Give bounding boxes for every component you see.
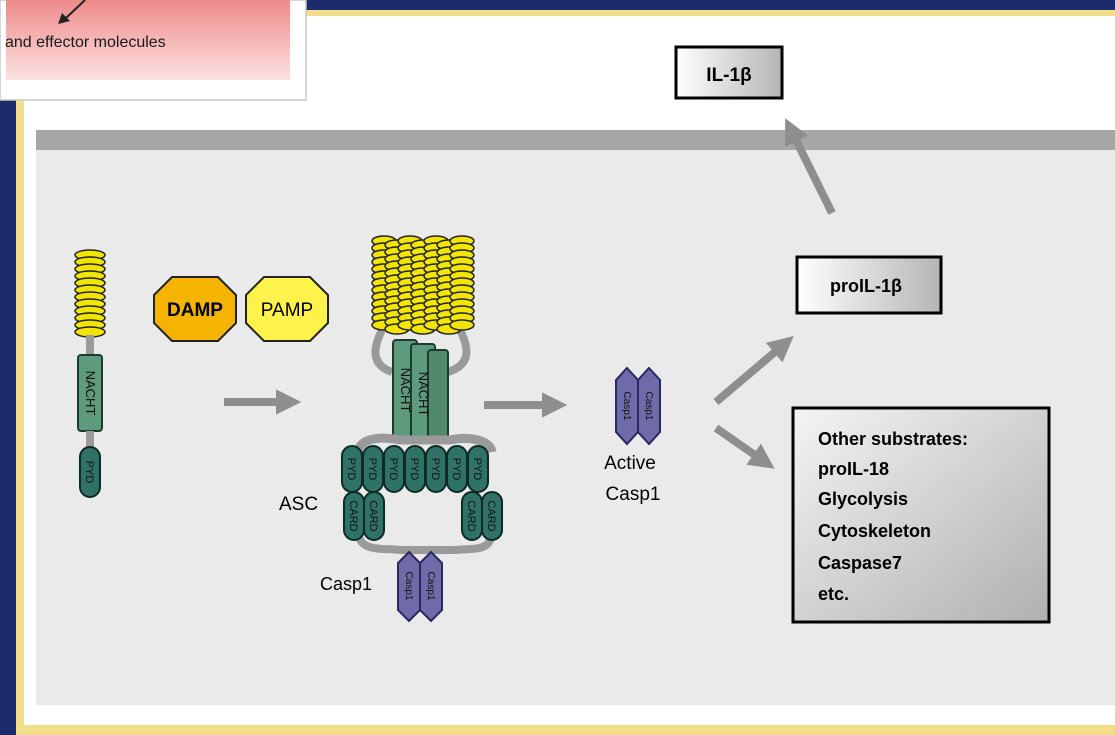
card-label: CARD — [485, 500, 497, 531]
pyd-label: PYD — [450, 458, 462, 481]
casp1-subunit-label: Casp1 — [621, 392, 632, 421]
callout-text: and effector molecules — [5, 34, 166, 51]
il1b-box: IL-1β — [674, 45, 784, 100]
substrates-box: Other substrates: proIL-18 Glycolysis Cy… — [791, 406, 1051, 624]
nacht-label: NACHT — [398, 368, 413, 413]
pyd-label: PYD — [83, 461, 95, 484]
pyd-row: PYD PYD PYD PYD PYD PYD PYD — [341, 445, 489, 493]
inflammasome-complex: NACHT NACHT PYD PYD PYD PYD PYD PYD PYD CARD C… — [279, 235, 503, 623]
casp1-label: Casp1 — [320, 574, 372, 594]
pamp-octagon: PAMP — [245, 276, 329, 342]
frame-top-gold — [290, 10, 1115, 16]
asc-label: ASC — [279, 494, 318, 515]
inactive-nlr: NACHT PYD — [74, 249, 106, 498]
card-label: CARD — [347, 500, 359, 531]
pyd-domain — [467, 445, 489, 493]
lrr-repeat — [449, 319, 475, 331]
frame-left-gold — [16, 0, 24, 735]
to-proil1b-arrow — [713, 336, 794, 406]
damp-label: DAMP — [167, 300, 223, 321]
proil1b-label: proIL-1β — [830, 276, 902, 296]
casp1-subunit-label: Casp1 — [643, 392, 654, 421]
pyd-label: PYD — [366, 458, 378, 481]
il1b-label: IL-1β — [706, 65, 751, 86]
active-casp1-label-line2: Casp1 — [606, 484, 661, 505]
pyd-label: PYD — [345, 458, 357, 481]
frame-top-bar — [290, 0, 1115, 10]
casp1-subunit — [419, 550, 443, 623]
casp1-subunit-label: Casp1 — [425, 572, 436, 601]
callout-arrow — [65, 0, 86, 19]
frame-bottom-gold — [24, 725, 1115, 735]
lrr-cluster — [371, 235, 475, 335]
callout-box: and effector molecules — [0, 0, 307, 101]
active-casp1: Casp1 Casp1 Active Casp1 — [604, 366, 661, 505]
active-casp1-label-line1: Active — [604, 453, 656, 474]
substrate-item: etc. — [818, 584, 849, 604]
pyd-label: PYD — [429, 458, 441, 481]
pamp-label: PAMP — [261, 300, 313, 321]
nacht-label: NACHT — [416, 372, 431, 417]
secretion-arrow — [785, 118, 836, 215]
card-label: CARD — [367, 500, 379, 531]
frame-left-bar — [0, 0, 16, 735]
linker — [86, 431, 94, 449]
pyd-label: PYD — [471, 458, 483, 481]
linker — [354, 500, 496, 554]
substrate-item: proIL-18 — [818, 459, 889, 479]
linker — [353, 433, 497, 454]
proil1b-box: proIL-1β — [795, 255, 943, 315]
pyd-label: PYD — [408, 458, 420, 481]
casp1-subunit — [637, 366, 661, 446]
pyd-label: PYD — [387, 458, 399, 481]
linker — [86, 335, 94, 360]
pyd-domain — [79, 446, 101, 498]
substrates-title: Other substrates: — [818, 429, 968, 449]
lrr-domain — [74, 249, 106, 338]
casp1-subunit-label: Casp1 — [403, 572, 414, 601]
substrate-item: Caspase7 — [818, 553, 902, 573]
card-domain — [481, 491, 503, 541]
substrate-item: Glycolysis — [818, 489, 908, 509]
substrate-item: Cytoskeleton — [818, 521, 931, 541]
flow-arrows — [224, 118, 836, 469]
callout-arrow-head — [58, 13, 70, 24]
to-substrates-arrow — [713, 424, 775, 469]
damp-octagon: DAMP — [153, 276, 237, 342]
linker — [371, 328, 471, 376]
card-domain — [363, 491, 385, 541]
card-label: CARD — [465, 500, 477, 531]
nacht-label: NACHT — [83, 371, 98, 416]
cell-membrane — [36, 130, 1115, 150]
